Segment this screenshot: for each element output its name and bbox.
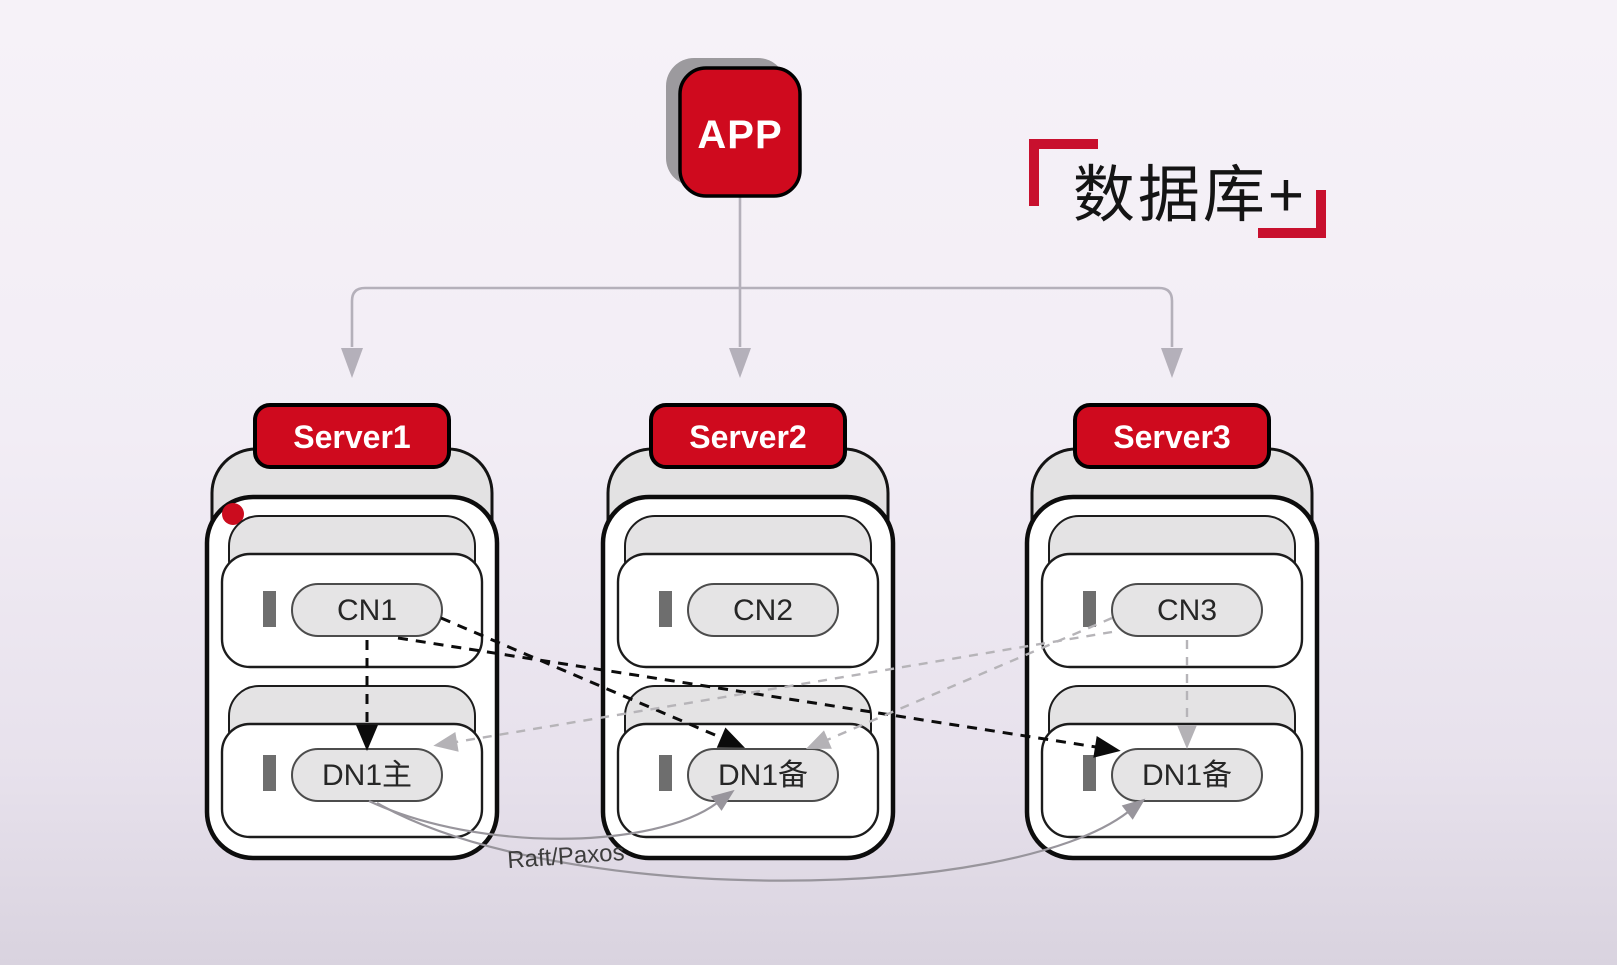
cn1-to-server2-dn-arrow: [440, 616, 745, 748]
server3-cn-module: CN3: [1040, 515, 1304, 669]
app-label: APP: [697, 113, 782, 157]
server3-dn-module: DN1备: [1040, 685, 1304, 839]
server1-status-dot: [222, 503, 244, 525]
app-node: APP: [666, 58, 802, 198]
brand-title: 数据库+: [1073, 161, 1307, 230]
arrow-to-server3-icon: [1161, 348, 1183, 378]
slot-indicator: [659, 591, 672, 627]
cn1-pill: [291, 583, 443, 637]
cn3-to-server1-dn-arrow: [433, 630, 1113, 752]
dn1-standby-pill: [687, 748, 839, 802]
server3-badge: [1073, 403, 1271, 469]
server3-badge-label: Server3: [1113, 419, 1230, 455]
dn1-standby-label: DN1备: [1142, 759, 1232, 792]
replication-curve-to-server3: [376, 798, 1146, 882]
server3-group: CN3 DN1备 Server3: [1024, 403, 1320, 861]
server2-badge-label: Server2: [689, 419, 806, 455]
cn2-label: CN2: [733, 594, 793, 627]
server2-badge: [649, 403, 847, 469]
arrow-to-server2-icon: [729, 348, 751, 378]
cn1-label: CN1: [337, 594, 397, 627]
cn3-pill: [1111, 583, 1263, 637]
server1-dn-module: DN1主: [220, 685, 484, 839]
app-to-servers-connector: [341, 196, 1183, 378]
cn3-to-server2-dn-arrow: [805, 616, 1113, 750]
corner-bracket-bottom-right-icon: [1258, 190, 1326, 238]
tree-branch-line: [350, 286, 1174, 347]
server1-badge: [253, 403, 451, 469]
replication-curve-to-server2: [368, 789, 735, 840]
corner-bracket-top-left-icon: [1029, 139, 1098, 206]
dn1-standby-label: DN1备: [718, 759, 808, 792]
server1-group: CN1 DN1主 Server1: [204, 403, 500, 861]
server2-cn-module: CN2: [616, 515, 880, 669]
slot-indicator: [1083, 591, 1096, 627]
server2-group: CN2 DN1备 Server2: [600, 403, 896, 861]
slot-indicator: [263, 591, 276, 627]
slot-indicator: [659, 755, 672, 791]
slot-indicator: [263, 755, 276, 791]
server1-badge-label: Server1: [293, 419, 410, 455]
dn1-standby-pill: [1111, 748, 1263, 802]
cn1-to-server3-dn-arrow: [397, 636, 1121, 758]
brand-title-group: 数据库+: [1029, 139, 1326, 238]
replication-connections: Raft/Paxos: [368, 789, 1146, 882]
slot-indicator: [1083, 755, 1096, 791]
dn1-primary-label: DN1主: [322, 759, 412, 792]
cn-dn-connections: [356, 616, 1197, 758]
arrow-to-server1-icon: [341, 348, 363, 378]
cn2-pill: [687, 583, 839, 637]
app-box: [678, 66, 802, 198]
server1-cn-module: CN1: [220, 515, 484, 669]
cn3-label: CN3: [1157, 594, 1217, 627]
